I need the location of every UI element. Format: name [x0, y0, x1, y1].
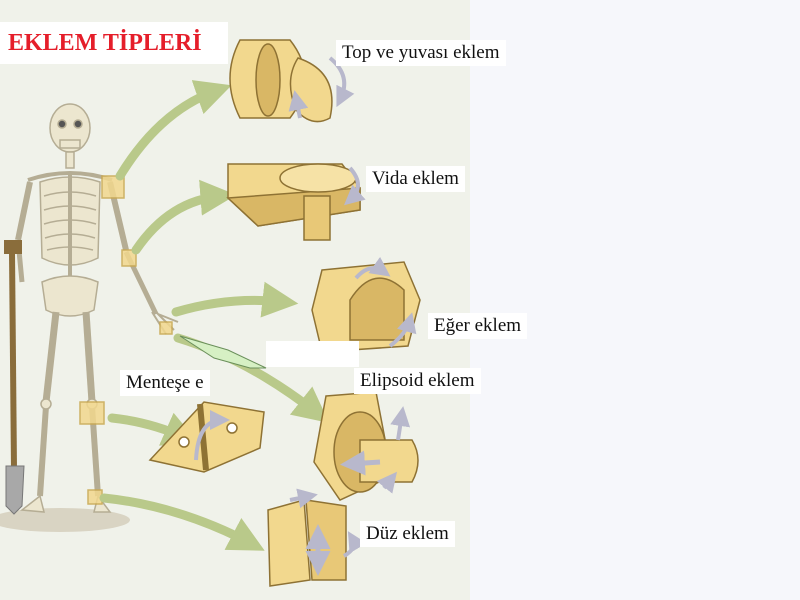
joint-markers [79, 175, 173, 505]
skeleton [15, 103, 179, 513]
label-hinge-joint: Menteşe e [120, 370, 210, 396]
ground-shadow [0, 508, 130, 532]
ellipsoid-joint [313, 391, 419, 501]
pale-green-pointer [179, 335, 267, 369]
label-saddle-joint: Eğer eklem [428, 313, 528, 339]
hinge-joint [148, 401, 265, 473]
pivot-joint [226, 163, 366, 241]
plane-joint [267, 488, 367, 587]
shovel [4, 240, 25, 515]
label-pivot-joint: Vida eklem [366, 166, 465, 192]
ball-socket-joint [229, 39, 355, 123]
label-ball-socket-joint: Top ve yuvası eklem [336, 40, 506, 66]
slide-title: EKLEM TİPLERİ [0, 22, 228, 64]
blank-label-box [266, 341, 359, 367]
saddle-joint [311, 256, 421, 353]
pointer-arrows [99, 80, 330, 551]
label-ellipsoid-joint: Elipsoid eklem [354, 368, 481, 394]
joint-types-illustration [0, 0, 470, 600]
label-plane-joint: Düz eklem [360, 521, 455, 547]
